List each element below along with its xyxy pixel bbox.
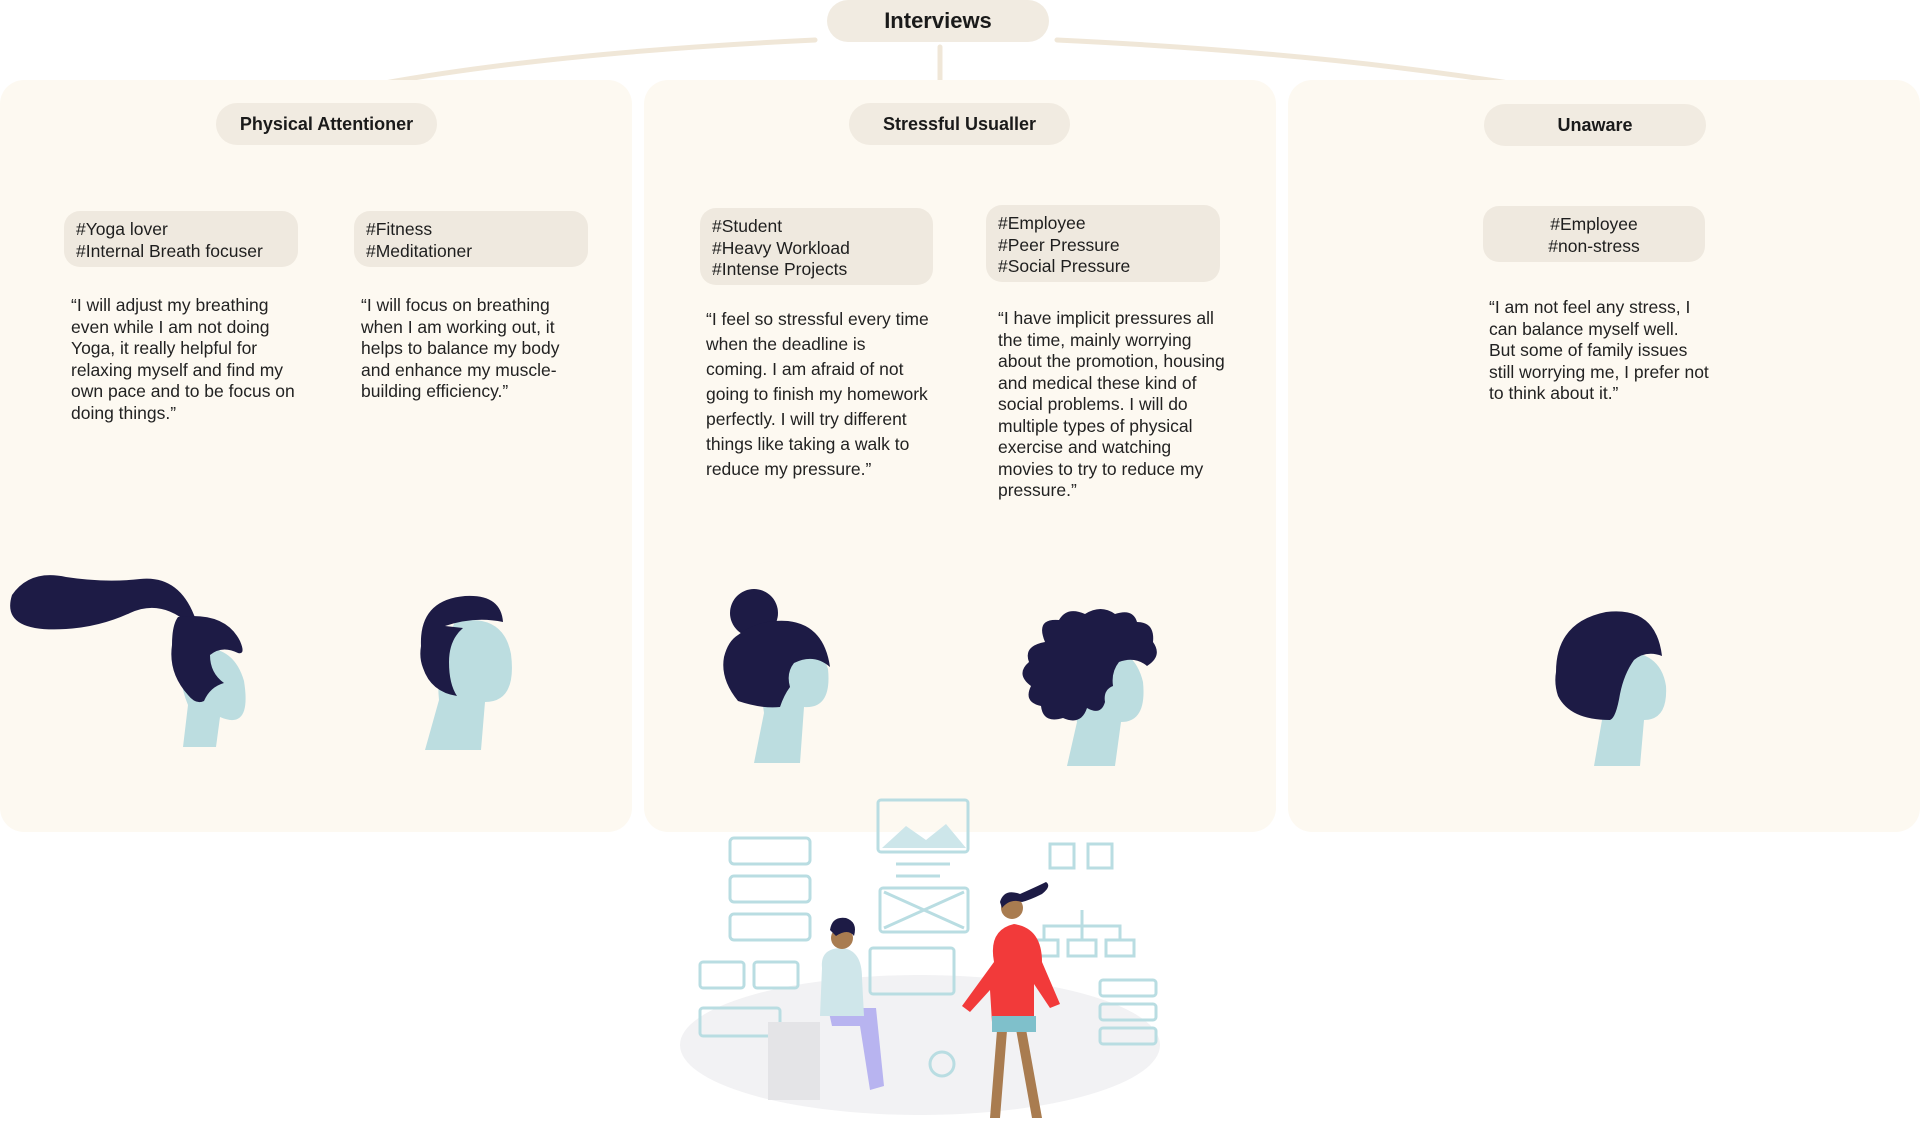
persona-tag: #Internal Breath focuser — [76, 240, 263, 261]
group-panel-physical — [0, 80, 632, 832]
persona-tag: #Employee — [998, 213, 1086, 233]
persona-tags-student: #Student #Heavy Workload #Intense Projec… — [700, 208, 933, 285]
persona-quote-unaware: “I am not feel any stress, I can balance… — [1489, 297, 1709, 403]
persona-tags-employee: #Employee #Peer Pressure #Social Pressur… — [986, 205, 1220, 282]
group-title-physical-attentioner: Physical Attentioner — [216, 103, 437, 145]
yoga-persona-head — [10, 575, 246, 747]
fitness-persona-head — [420, 595, 512, 750]
persona-tags-yoga: #Yoga lover #Internal Breath focuser — [64, 211, 298, 267]
persona-tag: #Employee — [1550, 214, 1638, 234]
group-title-stressful-usualler: Stressful Usualler — [849, 103, 1070, 145]
persona-tag: #Social Pressure — [998, 256, 1131, 276]
student-persona-head — [723, 589, 830, 763]
persona-tags-fitness: #Fitness #Meditationer — [354, 211, 588, 267]
unaware-persona-head — [1555, 611, 1667, 766]
interview-scene-illustration — [680, 798, 1160, 1118]
persona-quote-employee: “I have implicit pressures all the time,… — [998, 308, 1225, 500]
persona-tag: #Yoga lover — [76, 219, 168, 239]
employee-persona-head — [1022, 609, 1157, 766]
persona-tag: #Student — [712, 216, 783, 236]
root-interviews-pill: Interviews — [827, 0, 1049, 42]
persona-quote-student: “I feel so stressful every time when the… — [706, 309, 929, 479]
persona-tag: #non-stress — [1548, 235, 1640, 256]
persona-tag: #Heavy Workload — [712, 237, 850, 258]
persona-quote-yoga: “I will adjust my breathing even while I… — [71, 295, 295, 423]
persona-tag: #Intense Projects — [712, 259, 848, 279]
persona-tags-unaware: #Employee #non-stress — [1483, 206, 1705, 262]
persona-tag: #Peer Pressure — [998, 234, 1120, 255]
persona-tag: #Fitness — [366, 219, 433, 239]
persona-quote-fitness: “I will focus on breathing when I am wor… — [361, 295, 560, 401]
persona-tag: #Meditationer — [366, 240, 473, 261]
group-title-unaware: Unaware — [1484, 104, 1706, 146]
